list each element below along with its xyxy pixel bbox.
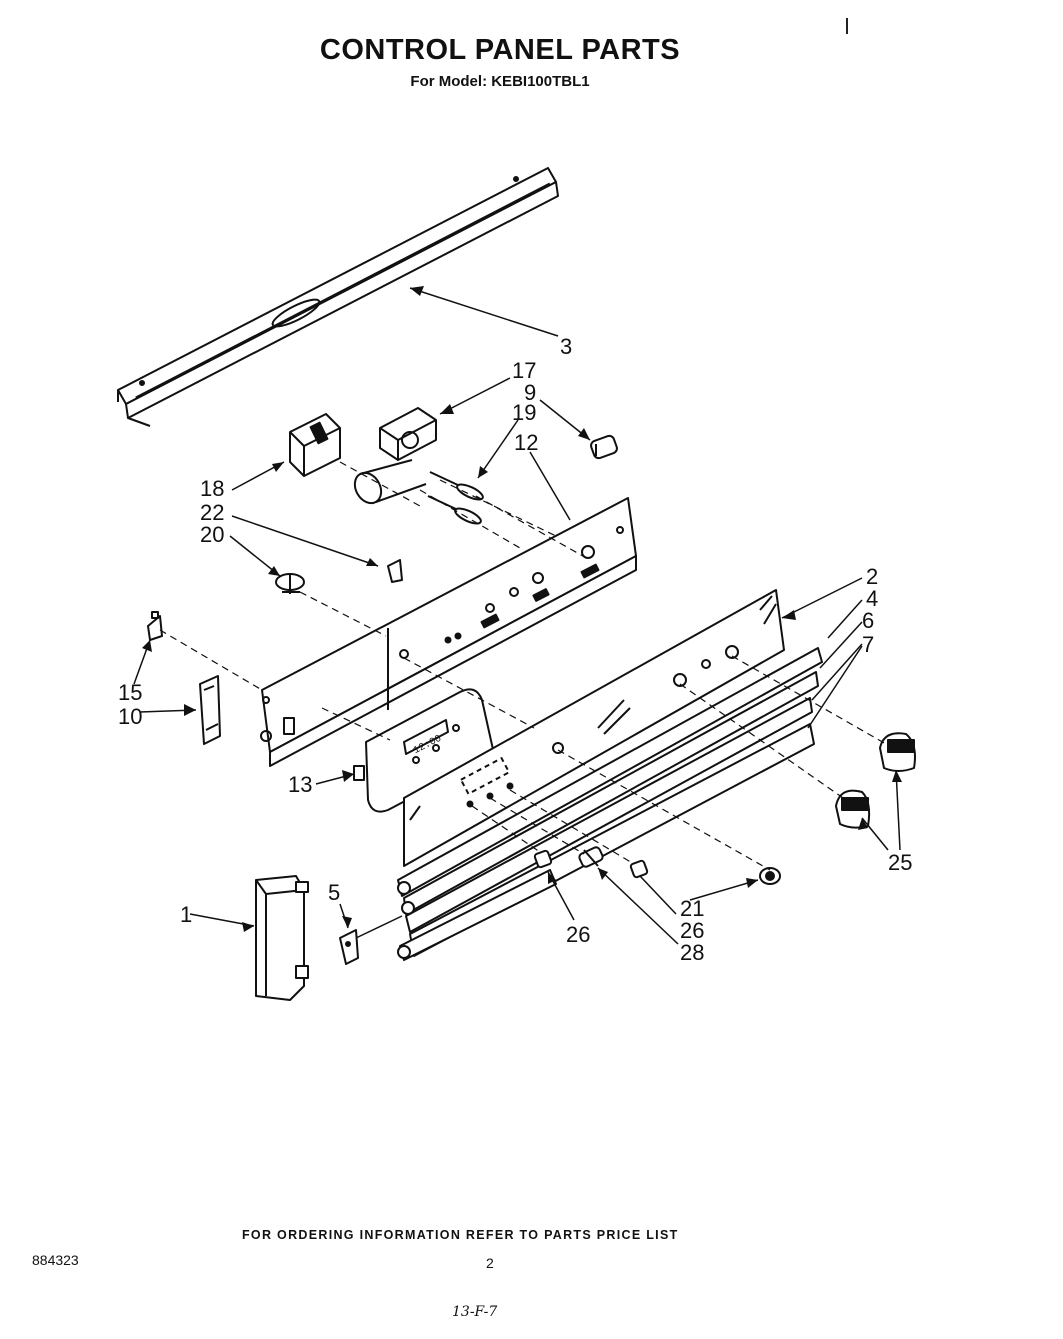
leader-arrowheads bbox=[142, 286, 902, 932]
callout-15: 15 bbox=[118, 680, 142, 705]
callout-19: 19 bbox=[512, 400, 536, 425]
shaft-tube bbox=[353, 459, 427, 505]
part-22-clip bbox=[387, 559, 403, 583]
leader-lines bbox=[133, 287, 901, 945]
callout-3: 3 bbox=[560, 334, 572, 359]
callout-12: 12 bbox=[514, 430, 538, 455]
corner-tick-mark bbox=[846, 18, 848, 34]
callout-21: 21 bbox=[680, 896, 704, 921]
document-number: 884323 bbox=[32, 1252, 79, 1268]
part-3-top-trim bbox=[117, 167, 559, 427]
callout-labels: 3 17 9 19 12 18 22 20 2 4 6 7 15 10 13 2… bbox=[118, 334, 912, 965]
part-15-clip bbox=[147, 611, 163, 641]
callout-4: 4 bbox=[866, 586, 878, 611]
handwritten-note: 13-F-7 bbox=[452, 1304, 498, 1320]
part-25-knobs bbox=[835, 732, 916, 829]
callout-17: 17 bbox=[512, 358, 536, 383]
explode-lines bbox=[159, 461, 887, 871]
part-26-pushbutton bbox=[533, 849, 649, 879]
part-28-switch bbox=[578, 846, 604, 868]
page-title: CONTROL PANEL PARTS bbox=[319, 34, 681, 66]
part-5-bracket bbox=[339, 929, 359, 965]
callout-10: 10 bbox=[118, 704, 142, 729]
part-21-knob bbox=[759, 867, 781, 885]
callout-6: 6 bbox=[862, 608, 874, 633]
callout-20: 20 bbox=[200, 522, 224, 547]
page-number: 2 bbox=[486, 1255, 494, 1271]
callout-5: 5 bbox=[328, 880, 340, 905]
callout-7: 7 bbox=[862, 632, 874, 657]
part-10-bracket bbox=[199, 675, 221, 745]
part-4-6-7-trim-strips bbox=[397, 647, 823, 961]
callout-26-right: 26 bbox=[680, 918, 704, 943]
part-9-knob bbox=[590, 434, 618, 460]
callout-22: 22 bbox=[200, 500, 224, 525]
part-20-switch bbox=[275, 573, 305, 594]
callout-18: 18 bbox=[200, 476, 224, 501]
callout-25: 25 bbox=[888, 850, 912, 875]
callout-28: 28 bbox=[680, 940, 704, 965]
main-control-panel bbox=[260, 497, 637, 767]
part-17-bracket bbox=[379, 407, 437, 461]
callout-13: 13 bbox=[288, 772, 312, 797]
callout-9: 9 bbox=[524, 380, 536, 405]
callout-1: 1 bbox=[180, 902, 192, 927]
callout-26-left: 26 bbox=[566, 922, 590, 947]
part-1-end-cap bbox=[255, 875, 309, 1001]
callout-2: 2 bbox=[866, 564, 878, 589]
ordering-note: FOR ORDERING INFORMATION REFER TO PARTS … bbox=[242, 1228, 679, 1242]
part-2-glass-panel bbox=[403, 589, 785, 867]
model-subtitle: For Model: KEBI100TBL1 bbox=[410, 73, 590, 90]
part-18-switch-block bbox=[289, 413, 341, 477]
